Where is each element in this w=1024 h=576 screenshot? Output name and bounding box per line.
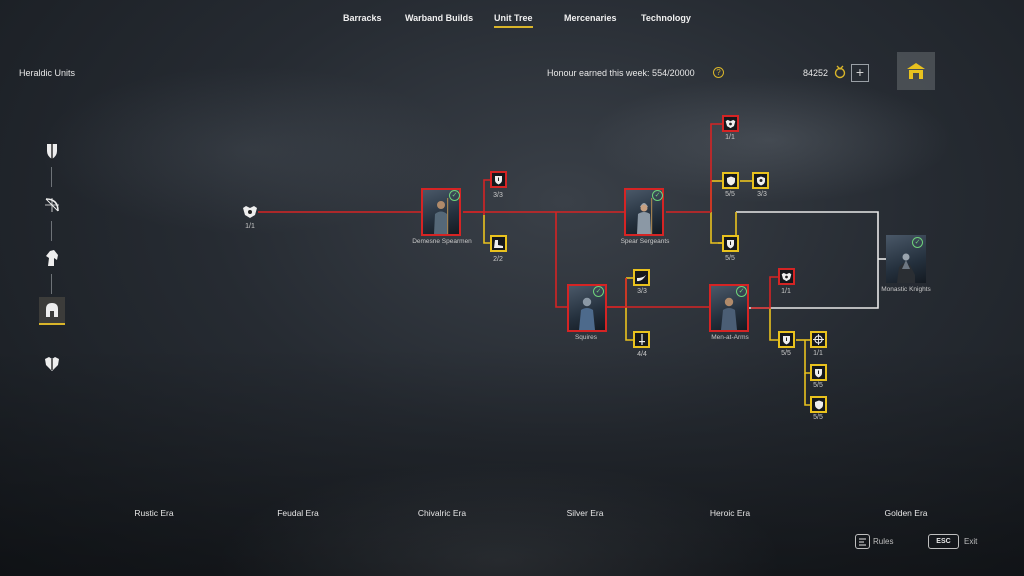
perk-node[interactable] [490,235,507,252]
era-label: Chivalric Era [417,508,467,518]
currency-value: 84252 [803,68,829,78]
era-label: Golden Era [884,508,928,518]
perk-node[interactable] [778,331,795,348]
shield-icon [727,239,734,248]
shield-icon [756,176,765,185]
rules-label[interactable]: Rules [873,537,894,546]
perk-count: 3/3 [637,288,647,295]
unit-label: Men-at-Arms [711,334,749,341]
esc-key[interactable]: ESC [928,534,959,549]
perk-node[interactable] [810,331,827,348]
shield-sword-icon[interactable] [40,139,64,163]
unit-card-spear-sergeants[interactable] [624,188,664,236]
soldier-portrait [579,297,595,330]
perk-node[interactable] [722,235,739,252]
tab-unit-tree[interactable]: Unit Tree [494,13,533,28]
sidebar-divider [51,274,52,294]
perk-count: 1/1 [725,134,735,141]
perk-node[interactable] [778,268,795,285]
unlocked-check-icon: ✓ [593,286,604,297]
soldier-portrait [721,297,737,330]
soldier-portrait [637,198,653,234]
page-title: Heraldic Units [19,68,76,78]
tab-barracks[interactable]: Barracks [343,13,382,23]
sidebar-divider [51,167,52,187]
era-label: Silver Era [566,508,604,518]
help-icon[interactable]: ? [713,67,724,78]
perk-node[interactable] [810,396,827,413]
shield-icon [495,175,502,184]
tab-warband-builds[interactable]: Warband Builds [405,13,474,23]
perk-node[interactable] [810,364,827,381]
perk-node[interactable] [722,115,739,132]
unit-card-monastic-knights[interactable] [886,235,926,283]
crest-icon [725,119,736,128]
unit-card-demesne-spearmen[interactable] [421,188,461,236]
shield-icon [783,335,790,344]
perk-count: 2/2 [493,256,503,263]
unit-label: Spear Sergeants [620,238,670,245]
perk-count: 5/5 [813,414,823,421]
perk-count: 4/4 [637,351,647,358]
perk-count: 5/5 [813,382,823,389]
add-currency-button[interactable]: + [851,64,869,82]
unit-label: Monastic Knights [881,286,931,293]
crest-icon [781,272,792,281]
sword-icon [638,334,645,345]
perk-count: 5/5 [725,191,735,198]
perk-count: 1/1 [781,288,791,295]
perk-count: 5/5 [725,255,735,262]
honour-medal-icon [834,65,846,84]
unlocked-check-icon: ✓ [652,190,663,201]
shield-icon [815,368,822,377]
perk-count: 3/3 [493,192,503,199]
tab-technology[interactable]: Technology [641,13,691,23]
bow-icon[interactable] [40,193,64,217]
boot-icon [494,239,503,248]
perk-count: 5/5 [781,350,791,357]
perk-count: 3/3 [757,191,767,198]
perk-node[interactable] [490,171,507,188]
honour-progress-text: Honour earned this week: 554/20000 [547,68,695,78]
sidebar-divider [51,221,52,241]
target-icon [813,334,824,345]
perk-node[interactable] [722,172,739,189]
shield-icon [726,176,735,185]
perk-node[interactable] [633,269,650,286]
crest-icon [242,205,257,218]
era-label: Rustic Era [134,508,174,518]
root-crest-node[interactable] [241,203,258,220]
shop-button[interactable] [897,52,935,90]
tab-mercenaries[interactable]: Mercenaries [564,13,617,23]
helmet-icon[interactable] [39,297,65,325]
unit-label: Squires [574,334,598,341]
knight-portrait [897,253,915,283]
swoosh-icon [637,274,646,281]
exit-label[interactable]: Exit [964,537,978,546]
perk-node[interactable] [752,172,769,189]
shield-icon [814,400,823,409]
rules-key-icon[interactable] [855,534,870,549]
unlocked-check-icon: ✓ [736,286,747,297]
perk-count: 1/1 [813,350,823,357]
root-crest-count: 1/1 [245,223,255,230]
unlocked-check-icon: ✓ [449,190,460,201]
unit-label: Demesne Spearmen [412,238,472,245]
era-label: Heroic Era [709,508,751,518]
soldier-portrait [434,198,449,234]
shop-icon [907,63,925,79]
perk-node[interactable] [633,331,650,348]
era-label: Feudal Era [277,508,319,518]
unlocked-check-icon: ✓ [912,237,923,248]
horse-icon[interactable] [40,246,64,270]
armor-icon[interactable] [40,352,64,376]
